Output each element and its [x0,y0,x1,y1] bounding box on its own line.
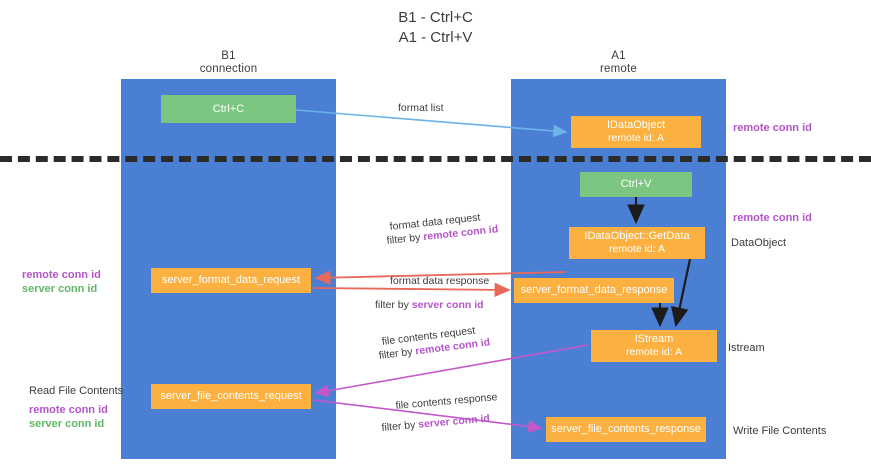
annotation-remote-conn-id-left-a: remote conn id [22,269,101,281]
node-format-data-response-label: server_format_data_response [520,284,668,296]
node-server-format-data-response[interactable]: server_format_data_response [514,278,674,303]
annotation-remote-conn-id-left-b: remote conn id [29,404,108,416]
filter-prefix: filter by [378,345,417,362]
annotation-write-file-contents: Write File Contents [733,425,827,437]
filter-prefix: filter by [381,418,419,434]
edge-label-file-contents-response-filter: filter by server conn id [381,412,490,435]
node-ctrl-v[interactable]: Ctrl+V [580,172,692,197]
filter-key: server conn id [411,299,484,311]
node-file-contents-response-label: server_file_contents_response [551,423,701,435]
filter-prefix: filter by [375,299,412,311]
column-header-a1-name: A1 [611,50,626,62]
node-idataobject[interactable]: IDataObject remote id: A [571,116,701,148]
node-server-file-contents-request[interactable]: server_file_contents_request [151,384,311,409]
title-line-2: A1 - Ctrl+V [398,29,473,46]
node-server-format-data-request[interactable]: server_format_data_request [151,268,311,293]
node-getdata-label: IDataObject::GetData [584,230,690,242]
node-server-file-contents-response[interactable]: server_file_contents_response [546,417,706,442]
column-header-a1-subtitle: remote [600,63,637,75]
title-line-1: B1 - Ctrl+C [398,9,473,26]
annotation-read-file-contents: Read File Contents [29,385,124,397]
node-istream-sub: remote id: A [625,346,683,358]
annotation-remote-conn-id-mid: remote conn id [733,212,812,224]
node-idataobject-sub: remote id: A [607,132,665,144]
column-header-a1: A1 remote [541,50,696,76]
phase-divider [0,156,871,162]
annotation-left-read-file-contents: Read File Contents remote conn id server… [29,384,123,431]
column-header-b1: B1 connection [151,50,306,76]
node-format-data-request-label: server_format_data_request [161,274,301,286]
edge-format-data-response [312,282,511,298]
node-istream[interactable]: IStream remote id: A [591,330,717,362]
filter-prefix: filter by [386,231,424,247]
column-header-b1-name: B1 [221,50,236,62]
filter-key: server conn id [417,412,491,431]
edge-label-format-data-response: format data response [390,275,490,287]
edge-label-format-list: format list [398,102,444,114]
edge-label-file-contents-response: file contents response [395,391,498,412]
node-istream-label: IStream [634,333,674,345]
node-file-contents-request-label: server_file_contents_request [160,390,302,402]
node-idataobject-getdata[interactable]: IDataObject::GetData remote id: A [569,227,705,259]
node-ctrl-v-label: Ctrl+V [620,178,652,190]
node-idataobject-label: IDataObject [606,119,666,131]
annotation-istream: Istream [728,342,765,354]
node-ctrl-c[interactable]: Ctrl+C [161,95,296,123]
node-ctrl-c-label: Ctrl+C [212,102,245,115]
annotation-dataobject: DataObject [731,237,787,249]
edge-label-format-data-response-filter: filter by server conn id [375,298,484,312]
annotation-remote-conn-id-top: remote conn id [733,122,812,134]
annotation-server-conn-id-left-a: server conn id [22,283,98,295]
diagram-title: B1 - Ctrl+C A1 - Ctrl+V [0,8,871,48]
column-header-b1-subtitle: connection [199,63,258,75]
annotation-left-conn-ids-top: remote conn id server conn id [22,268,101,296]
annotation-server-conn-id-left-b: server conn id [29,418,105,430]
node-getdata-sub: remote id: A [608,243,666,255]
